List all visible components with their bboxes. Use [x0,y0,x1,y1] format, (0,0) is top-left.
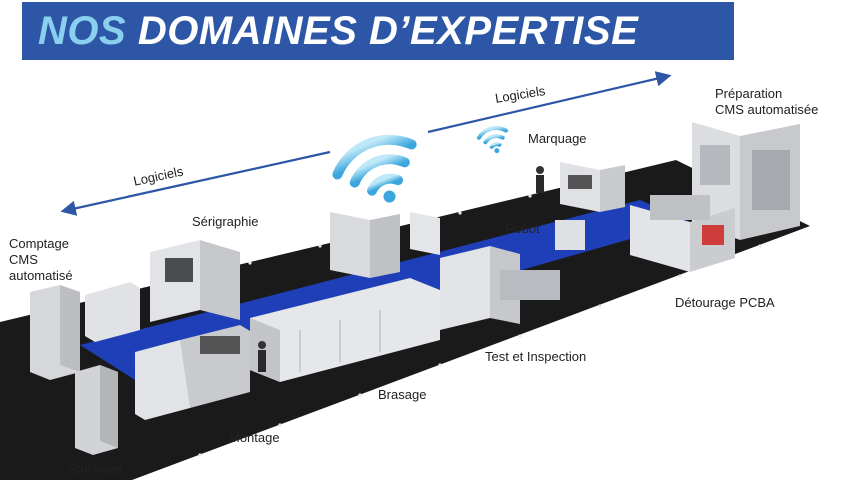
machine-detourage [630,195,735,272]
label-detourage: Détourage PCBA [675,295,775,310]
label-test: Test et Inspection [485,349,587,364]
machine-serigraphie [150,240,240,322]
label-marquage: Marquage [528,131,587,146]
label-robot: Robot [505,221,540,236]
title-accent: NOS [38,8,127,53]
machine-comptage [30,282,140,380]
machine-screen-printer [330,212,440,278]
label-comptage-line2: CMS [9,252,38,267]
machine-stockage [75,365,118,455]
label-stockage: Stockage [68,461,123,476]
machine-montage [135,325,266,420]
right-software-arrow [427,71,672,134]
header-banner: NOS DOMAINES D’EXPERTISE [22,2,734,60]
wifi-icon-small [476,126,508,154]
label-comptage: Comptage CMS automatisé [9,236,73,284]
label-montage: Montage [229,430,280,445]
left-software-arrow [60,150,331,216]
machine-robot [440,220,585,330]
machine-marquage [536,162,625,212]
label-preparation-line2: CMS automatisée [715,102,819,117]
label-preparation: Préparation CMS automatisée [715,86,818,118]
label-serigraphie: Sérigraphie [192,214,259,229]
page-title: NOS DOMAINES D’EXPERTISE [38,9,638,54]
title-rest: DOMAINES D’EXPERTISE [137,8,639,53]
label-comptage-line1: Comptage [9,236,69,251]
wifi-icon [332,134,417,203]
label-brasage: Brasage [378,387,427,402]
label-comptage-line3: automatisé [9,268,73,283]
label-preparation-line1: Préparation [715,86,783,101]
